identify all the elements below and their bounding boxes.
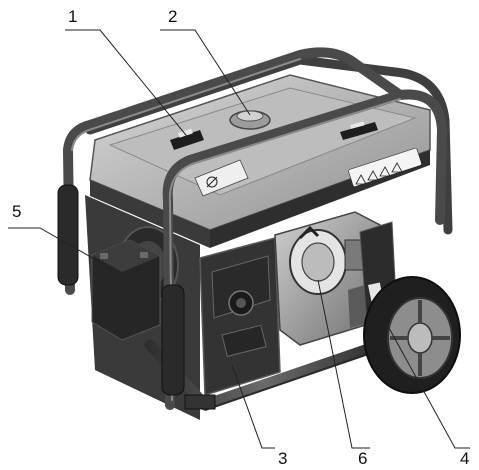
frame-base-outline <box>204 349 381 411</box>
callout-number-4: 4 <box>460 449 470 468</box>
wheel <box>363 276 461 394</box>
callout-number-6: 6 <box>358 449 368 468</box>
leader-line-1 <box>65 29 191 141</box>
leader-line-2 <box>160 29 251 116</box>
leader-line-4 <box>377 307 470 449</box>
tank-latch <box>340 121 378 140</box>
callout-number-2: 2 <box>168 7 178 26</box>
leader-lines <box>8 29 470 449</box>
control-panel <box>199 237 281 397</box>
grip-left <box>57 184 79 286</box>
leader-line-6 <box>317 279 370 449</box>
tank-sticker <box>194 159 249 197</box>
foot-mount <box>184 394 216 410</box>
callout-number-5: 5 <box>12 202 22 221</box>
leader-line-3 <box>231 364 275 449</box>
callout-number-1: 1 <box>68 7 78 26</box>
frame-front-highlight <box>71 58 401 401</box>
fuel-cap <box>229 110 271 130</box>
fuel-gauge <box>170 128 204 150</box>
warning-triangle-icons <box>355 162 403 185</box>
grip-front <box>161 284 185 396</box>
battery <box>91 239 161 341</box>
callout-number-3: 3 <box>278 449 288 468</box>
leader-line-5 <box>8 227 111 269</box>
